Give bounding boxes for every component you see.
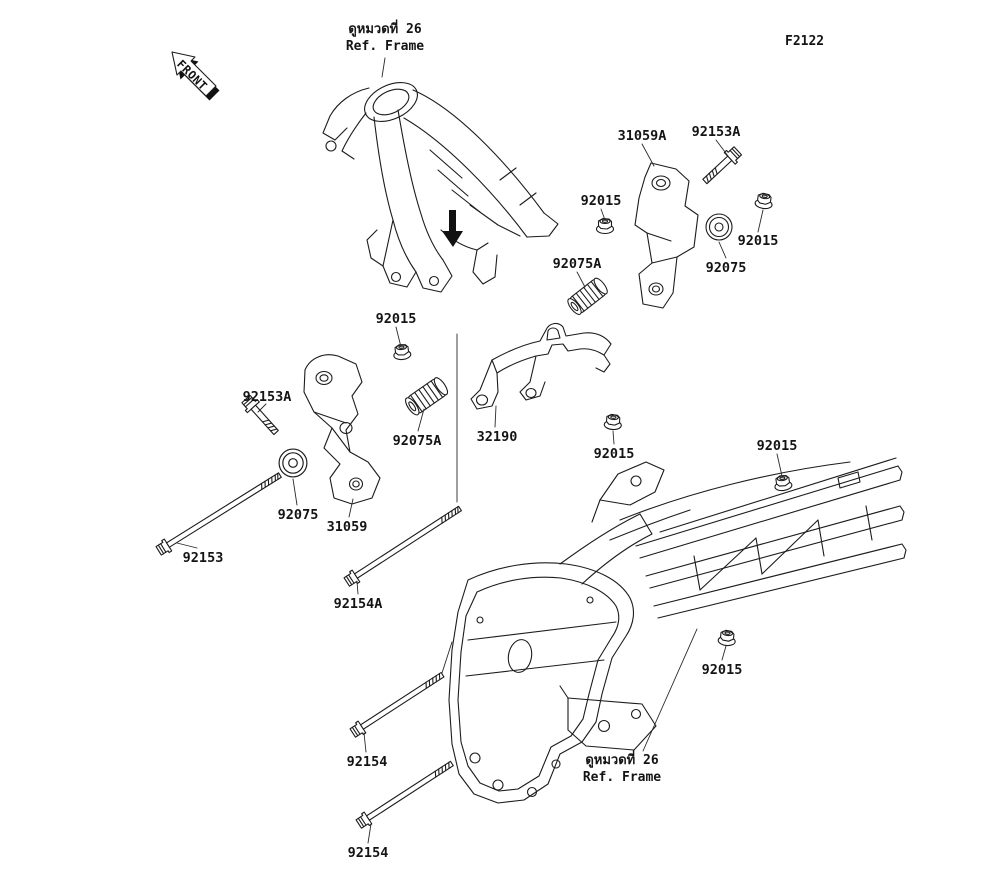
- bolt-92154-bottom-drawing: [355, 760, 454, 829]
- ref-note-bottom-line2: Ref. Frame: [582, 769, 662, 785]
- part-label-92154-bottom: 92154: [347, 845, 389, 861]
- part-label-92153a-left: 92153A: [242, 389, 292, 405]
- nut-92015-3: [392, 343, 412, 361]
- part-label-92075-left: 92075: [277, 507, 319, 523]
- part-label-92154-mid: 92154: [346, 754, 388, 770]
- ref-note-top-line2: Ref. Frame: [345, 38, 425, 54]
- ref-frame-front-drawing: [322, 82, 559, 293]
- damper-92075-left-drawing: [278, 448, 308, 478]
- part-label-92015-bottom: 92015: [701, 662, 743, 678]
- part-label-92015-top: 92015: [580, 193, 622, 209]
- ref-note-top-line1: ดูหมวดที่ 26: [348, 22, 422, 37]
- part-label-92075a-left: 92075A: [392, 433, 442, 449]
- bolt-92153-drawing: [155, 472, 282, 556]
- part-label-31059: 31059: [326, 519, 368, 535]
- bracket-31059-drawing: [303, 354, 381, 505]
- part-label-92153: 92153: [182, 550, 224, 566]
- nut-92015-1: [595, 217, 615, 235]
- front-direction-arrow: [171, 51, 220, 101]
- bolt-92154-mid-drawing: [349, 671, 445, 738]
- nut-92015-4: [603, 413, 623, 431]
- part-label-92015-center: 92015: [593, 446, 635, 462]
- bracket-31059a-drawing: [634, 162, 699, 309]
- ref-note-top: ดูหมวดที่ 26 Ref. Frame: [346, 22, 424, 56]
- collar-92075a-left-drawing: [402, 375, 451, 418]
- damper-92075-right-drawing: [705, 213, 733, 241]
- part-label-92015-rail: 92015: [756, 438, 798, 454]
- collar-92075a-right-drawing: [565, 275, 611, 317]
- nut-92015-2: [753, 191, 775, 211]
- direction-down-arrow: [442, 210, 463, 247]
- part-label-92154a: 92154A: [333, 596, 383, 612]
- nut-92015-6: [717, 629, 737, 647]
- part-label-31059a: 31059A: [617, 128, 667, 144]
- part-label-92075a-right: 92075A: [552, 256, 602, 272]
- bolt-92153a-right-drawing: [698, 144, 744, 188]
- leader-lines: [176, 57, 783, 844]
- bolt-92154a-drawing: [343, 505, 462, 587]
- nut-92015-5: [772, 473, 794, 493]
- part-label-32190: 32190: [476, 429, 518, 445]
- part-label-92153a-right: 92153A: [691, 124, 741, 140]
- ref-frame-rear-drawing: [448, 457, 907, 804]
- ref-note-bottom-line1: ดูหมวดที่ 26: [585, 753, 659, 768]
- page-code: F2122: [785, 34, 825, 49]
- bracket-32190-drawing: [470, 322, 612, 410]
- part-label-92015-right: 92015: [737, 233, 779, 249]
- part-label-92015-mid: 92015: [375, 311, 417, 327]
- part-label-92075-right: 92075: [705, 260, 747, 276]
- ref-note-bottom: ดูหมวดที่ 26 Ref. Frame: [583, 753, 661, 787]
